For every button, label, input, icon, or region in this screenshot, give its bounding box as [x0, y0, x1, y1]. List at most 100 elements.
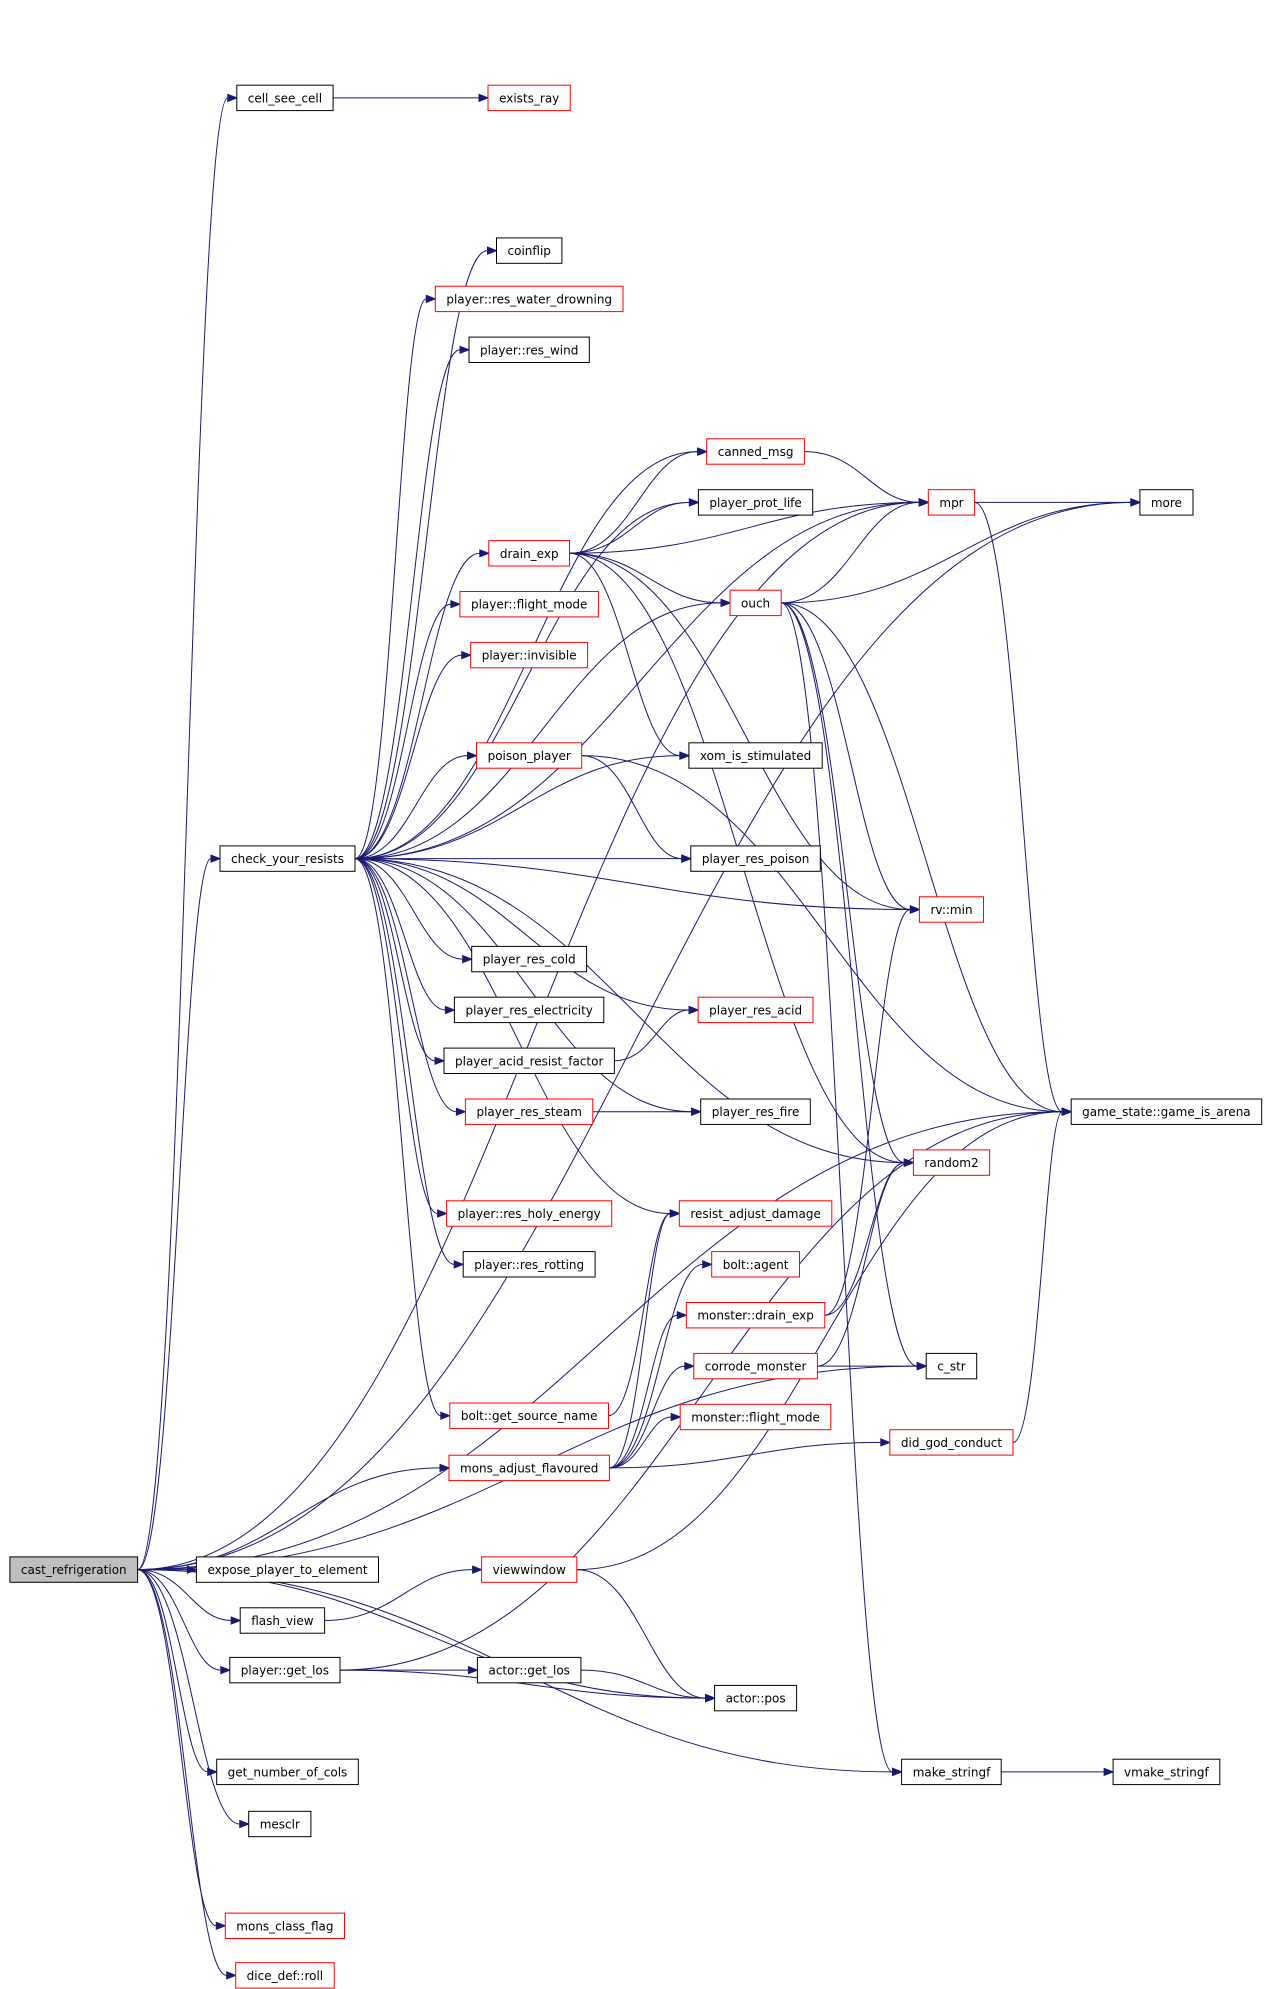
edge-drain-exp-to-ouch: [569, 552, 732, 608]
node-label: player::res_holy_energy: [458, 1207, 601, 1221]
node-rv-min[interactable]: rv::min: [918, 896, 985, 923]
node-ouch[interactable]: ouch: [729, 589, 782, 617]
node-actor-pos[interactable]: actor::pos: [714, 1684, 798, 1712]
node-monster-flight-mode[interactable]: monster::flight_mode: [679, 1403, 832, 1431]
edge-check-your-resists-to-mpr: [354, 498, 930, 860]
edge-arrowhead: [720, 598, 732, 608]
node-player-res-fire[interactable]: player_res_fire: [700, 1098, 811, 1125]
node-did-god-conduct[interactable]: did_god_conduct: [889, 1429, 1014, 1456]
node-mons-adjust-flavoured[interactable]: mons_adjust_flavoured: [448, 1454, 610, 1482]
node-dice-def-roll[interactable]: dice_def::roll: [235, 1962, 335, 1989]
node-label: dice_def::roll: [247, 1969, 324, 1983]
node-player-acid-resist-factor[interactable]: player_acid_resist_factor: [443, 1047, 615, 1074]
edge-line: [354, 858, 441, 1417]
node-viewwindow[interactable]: viewwindow: [481, 1556, 578, 1583]
nodes-layer: cast_refrigeration cell_see_cell exists_ra…: [9, 84, 1263, 1989]
node-make-stringf[interactable]: make_stringf: [901, 1758, 1002, 1786]
node-player-res-acid[interactable]: player_res_acid: [697, 996, 814, 1024]
node-get-number-of-cols[interactable]: get_number_of_cols: [216, 1758, 359, 1786]
node-mpr[interactable]: mpr: [927, 489, 976, 516]
edge-line: [354, 501, 920, 860]
edges-layer: [137, 93, 1142, 1980]
edge-line: [614, 1009, 690, 1062]
edge-arrowhead: [227, 93, 239, 103]
node-box: [918, 896, 985, 923]
edge-arrowhead: [684, 1361, 696, 1371]
node-box: [679, 1403, 832, 1431]
edge-check-your-resists-to-drain-exp: [354, 549, 491, 860]
node-corrode-monster[interactable]: corrode_monster: [693, 1352, 818, 1380]
node-game-is-arena[interactable]: game_state::game_is_arena: [1070, 1098, 1263, 1125]
edge-player-acid-resist-factor-to-player-res-acid: [614, 1005, 700, 1062]
node-res-holy-energy[interactable]: player::res_holy_energy: [446, 1200, 613, 1227]
edge-arrowhead: [440, 1411, 452, 1420]
edge-check-your-resists-to-player-res-cold: [354, 858, 474, 964]
edge-line: [354, 858, 457, 1113]
node-label: drain_exp: [500, 547, 559, 561]
node-res-wind[interactable]: player::res_wind: [468, 336, 590, 364]
node-monster-drain-exp[interactable]: monster::drain_exp: [685, 1302, 826, 1329]
node-xom-is-stimulated[interactable]: xom_is_stimulated: [688, 742, 823, 769]
node-box: [912, 1149, 991, 1176]
edge-arrowhead: [444, 1005, 456, 1015]
node-resist-adjust-damage[interactable]: resist_adjust_damage: [678, 1200, 833, 1227]
node-box: [236, 84, 334, 112]
edge-cell-see-cell-to-exists-ray: [333, 93, 490, 103]
node-bolt-agent[interactable]: bolt::agent: [711, 1251, 801, 1278]
node-mesclr[interactable]: mesclr: [248, 1810, 312, 1838]
edge-line: [781, 602, 905, 1164]
node-player-res-electricity[interactable]: player_res_electricity: [453, 996, 605, 1024]
node-vmake-stringf[interactable]: vmake_stringf: [1112, 1758, 1221, 1786]
edge-arrowhead: [1130, 498, 1142, 507]
node-player-get-los[interactable]: player::get_los: [229, 1656, 341, 1684]
node-label: get_number_of_cols: [228, 1765, 348, 1779]
edge-line: [974, 501, 1063, 1113]
node-canned-msg[interactable]: canned_msg: [706, 438, 805, 465]
node-check-your-resists[interactable]: check_your_resists: [219, 845, 356, 872]
node-label: c_str: [937, 1360, 966, 1374]
edge-cast-refrigeration-to-dice-def-roll: [137, 1569, 238, 1980]
edge-make-stringf-to-vmake-stringf: [1001, 1767, 1115, 1777]
node-cell-see-cell[interactable]: cell_see_cell: [236, 84, 334, 112]
node-box: [889, 1429, 1014, 1456]
node-random2[interactable]: random2: [912, 1149, 991, 1176]
edge-line: [569, 451, 698, 554]
node-player-res-steam[interactable]: player_res_steam: [464, 1098, 594, 1125]
node-mons-class-flag[interactable]: mons_class_flag: [224, 1912, 345, 1939]
node-expose-player-to-element[interactable]: expose_player_to_element: [195, 1556, 379, 1583]
node-res-rotting[interactable]: player::res_rotting: [462, 1251, 596, 1278]
node-get-source-name[interactable]: bolt::get_source_name: [449, 1402, 609, 1429]
edge-line: [354, 755, 468, 860]
edge-monster-drain-exp-to-rv-min: [824, 905, 921, 1316]
edge-arrowhead: [681, 854, 693, 863]
edge-check-your-resists-to-player-res-acid: [354, 858, 700, 1015]
edge-line: [781, 501, 920, 604]
edge-arrowhead: [909, 905, 921, 914]
node-res-water-drowning[interactable]: player::res_water_drowning: [434, 285, 624, 313]
node-c-str[interactable]: c_str: [925, 1352, 978, 1380]
node-more[interactable]: more: [1139, 489, 1194, 516]
edge-viewwindow-to-game-is-arena: [576, 1107, 1073, 1571]
node-exists-ray[interactable]: exists_ray: [487, 84, 571, 112]
node-player-res-cold[interactable]: player_res_cold: [471, 945, 588, 973]
node-drain-exp[interactable]: drain_exp: [488, 540, 570, 567]
node-flight-mode[interactable]: player::flight_mode: [459, 591, 599, 618]
node-cast-refrigeration[interactable]: cast_refrigeration: [9, 1556, 139, 1583]
edge-cast-refrigeration-to-mesclr: [137, 1569, 251, 1829]
node-invisible[interactable]: player::invisible: [470, 641, 589, 669]
node-player-res-poison[interactable]: player_res_poison: [690, 845, 821, 872]
edge-line: [354, 298, 427, 860]
edge-check-your-resists-to-ouch: [354, 598, 732, 860]
node-actor-get-los[interactable]: actor::get_los: [476, 1656, 582, 1684]
node-label: exists_ray: [499, 91, 559, 105]
node-poison-player[interactable]: poison_player: [476, 742, 583, 769]
node-box: [925, 1352, 978, 1380]
node-label: flash_view: [251, 1614, 314, 1628]
edge-poison-player-to-player-res-poison: [581, 755, 693, 863]
node-flash-view[interactable]: flash_view: [239, 1607, 326, 1634]
edge-line: [137, 1569, 240, 1825]
edge-line: [354, 552, 480, 860]
node-coinflip[interactable]: coinflip: [496, 237, 563, 264]
node-player-prot-life[interactable]: player_prot_life: [697, 489, 814, 516]
node-box: [248, 1810, 312, 1838]
